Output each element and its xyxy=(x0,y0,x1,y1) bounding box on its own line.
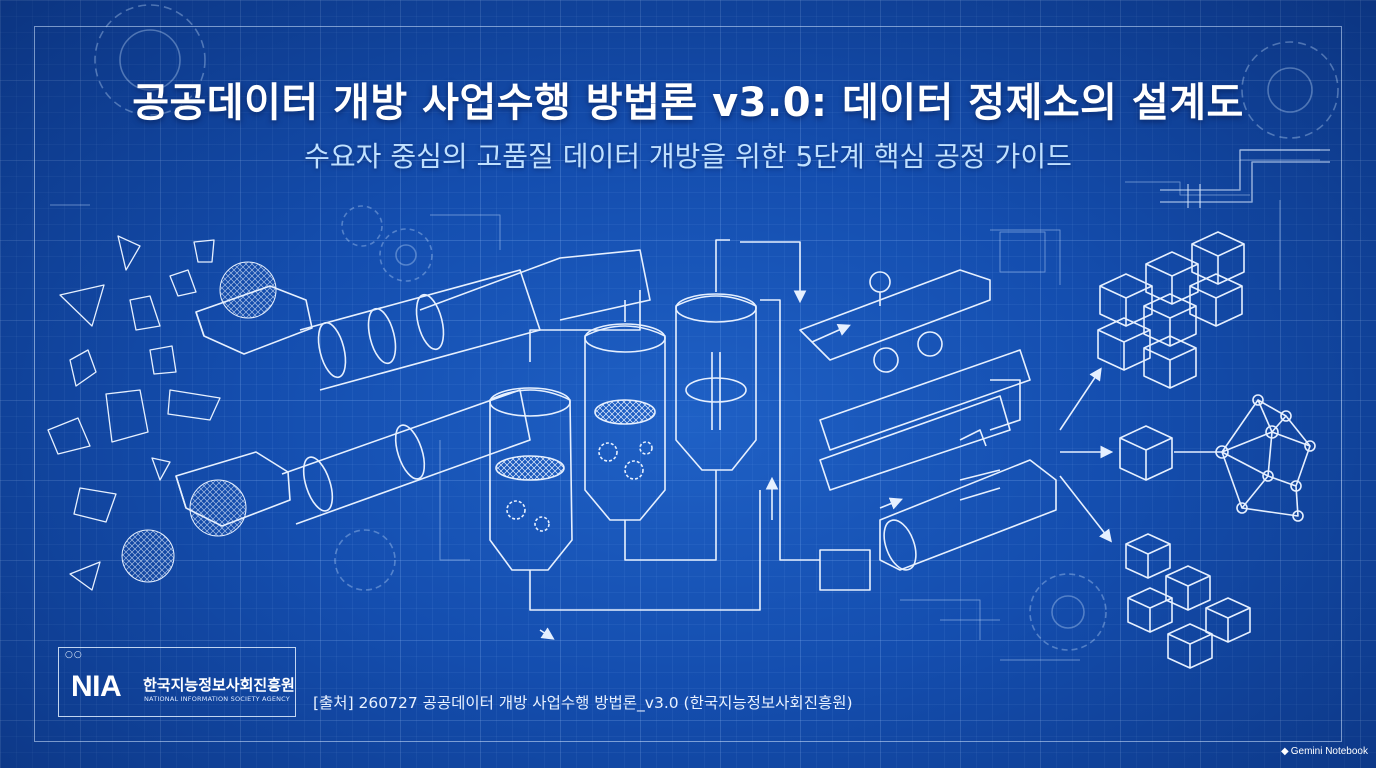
valve-manifold xyxy=(799,269,1057,591)
output-arrows xyxy=(1059,367,1114,543)
page-subtitle: 수요자 중심의 고품질 데이터 개방을 위한 5단계 핵심 공정 가이드 xyxy=(304,140,1072,173)
pipe-fitting xyxy=(1160,149,1330,208)
structured-data-cubes xyxy=(1097,231,1245,389)
gemini-notebook-badge: ◆Gemini Notebook xyxy=(1281,746,1368,757)
source-citation: [출처] 260727 공공데이터 개방 사업수행 방법론_v3.0 (한국지능… xyxy=(313,694,853,712)
logo-name-english: NATIONAL INFORMATION SOCIETY AGENCY xyxy=(144,695,290,703)
logo-mark: NIA xyxy=(71,670,122,703)
badge-label: Gemini Notebook xyxy=(1290,746,1368,757)
circuit-traces xyxy=(50,149,1320,661)
notebook-icon: ◆ xyxy=(1281,746,1289,757)
logo-name-korean: 한국지능정보사회진흥원 xyxy=(143,676,295,694)
blueprint-frame xyxy=(34,26,1342,742)
background-gears xyxy=(94,4,1339,651)
linked-data-graph xyxy=(1119,394,1316,522)
refining-vessels xyxy=(489,239,820,640)
data-cube-cluster xyxy=(1125,533,1251,669)
logo-dots: ○○ xyxy=(65,650,83,660)
intake-pipes xyxy=(175,249,651,527)
data-sphere-icon xyxy=(121,261,277,583)
nia-logo: ○○ NIA 한국지능정보사회진흥원 NATIONAL INFORMATION … xyxy=(58,647,296,717)
page-title: 공공데이터 개방 사업수행 방법론 v3.0: 데이터 정제소의 설계도 xyxy=(132,80,1244,126)
raw-data-shards xyxy=(47,235,221,591)
